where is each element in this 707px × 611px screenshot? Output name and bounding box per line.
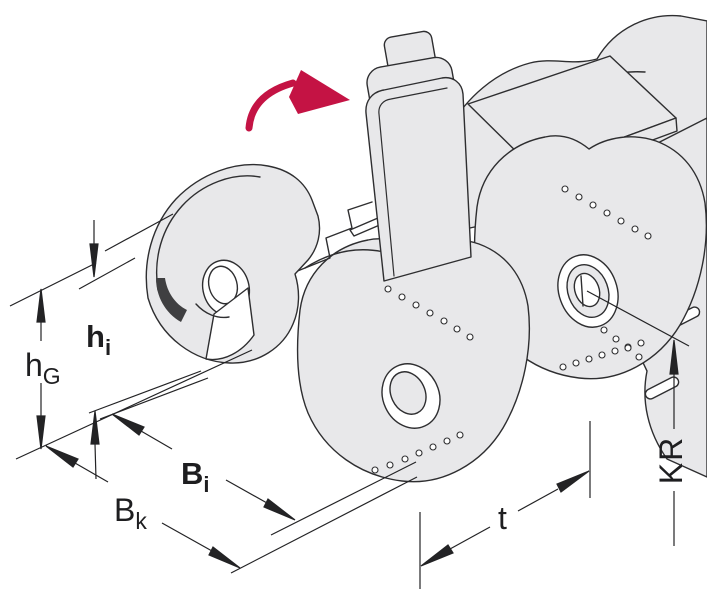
dimension-hg: hG: [9, 262, 253, 460]
extension-line: [88, 370, 202, 414]
arrowhead: [90, 410, 100, 445]
dimension-bk: Bk: [45, 445, 418, 574]
rivet-dots: [559, 185, 652, 371]
dimension-kr: KR: [586, 290, 690, 546]
arrowhead: [420, 544, 454, 567]
dimension-line: [140, 430, 173, 450]
claw-notch: [205, 287, 255, 361]
arrowhead: [89, 243, 99, 278]
open-direction-arrow-icon: [245, 70, 350, 132]
bore-chord-line: [580, 275, 584, 307]
middle-link: [473, 135, 707, 380]
extension-line: [270, 461, 417, 536]
slot-cutout: [644, 376, 680, 400]
extension-line: [104, 213, 174, 252]
label-t: t: [498, 500, 507, 536]
arrowhead: [556, 470, 590, 493]
dimension-annotations: hG hi Bi: [9, 213, 690, 589]
arrowhead: [45, 445, 79, 468]
leader-line: [94, 443, 97, 480]
arrowhead: [111, 413, 145, 436]
energy-chain-illustration: [145, 14, 707, 483]
dimension-line: [74, 462, 109, 483]
arrowhead: [208, 546, 241, 569]
opened-link-head: [145, 163, 321, 364]
leader-line: [586, 290, 690, 347]
label-kr: KR: [653, 436, 689, 484]
near-wall-top-edge: [304, 249, 385, 269]
dimension-bi: Bi: [111, 413, 417, 536]
label-bi: Bi: [181, 456, 210, 497]
label-bk: Bk: [114, 492, 147, 534]
label-hi: hi: [86, 319, 111, 360]
open-arrow-arc: [245, 79, 297, 132]
dimension-t: t: [419, 421, 591, 589]
claw-detail-line: [195, 303, 230, 319]
dimension-line: [517, 488, 559, 512]
bore-hole: [381, 363, 441, 429]
dimension-line: [225, 479, 268, 504]
open-arrow-head: [289, 70, 350, 114]
rivet-dots: [371, 285, 474, 474]
extension-line: [230, 476, 418, 574]
arrowhead: [36, 288, 46, 323]
arrowhead: [263, 498, 296, 521]
front-link: [294, 201, 531, 483]
head-rim-line: [155, 175, 261, 291]
dimension-hi: hi: [78, 213, 209, 480]
extension-line: [78, 257, 136, 290]
arrowhead: [36, 415, 46, 450]
head-shadow-crescent: [156, 278, 187, 322]
bore-inner-ring: [573, 272, 601, 308]
dimension-line: [449, 526, 491, 550]
extension-line: [15, 349, 253, 460]
bore-inner-ring: [389, 371, 427, 415]
front-link-plate: [296, 238, 531, 483]
interlock-zigzag: [294, 201, 373, 273]
opened-crossbar-flap: [365, 30, 472, 282]
flap-inner-edge: [378, 87, 448, 277]
label-hg: hG: [25, 347, 61, 389]
dimension-line: [161, 522, 213, 552]
extension-line: [9, 262, 97, 307]
extension-line: [99, 377, 209, 420]
flap-body: [365, 76, 472, 282]
